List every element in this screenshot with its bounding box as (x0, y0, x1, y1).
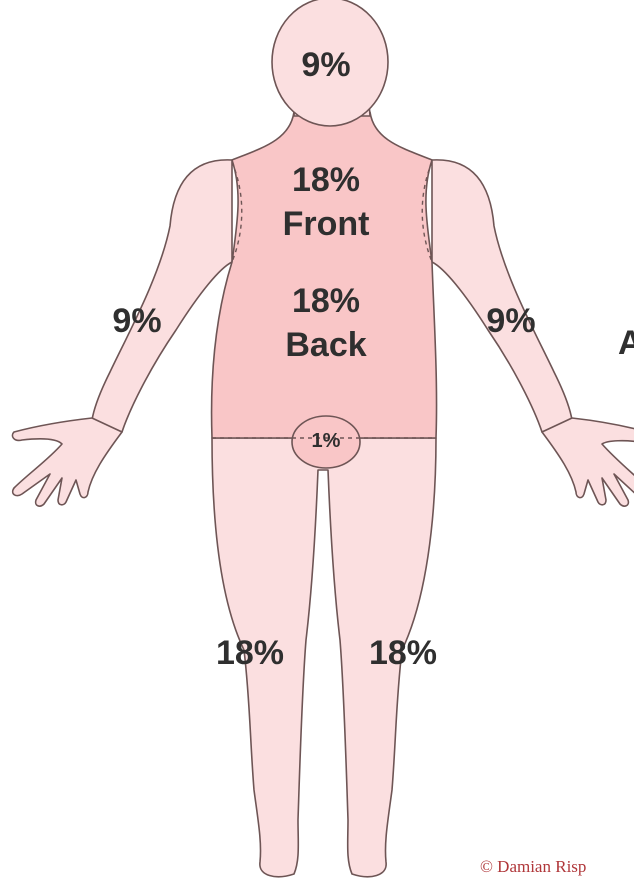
torso-back-word-label: Back (285, 326, 366, 364)
hand-right-shape (542, 418, 634, 506)
arm-left-shape (92, 160, 232, 432)
genital-label: 1% (312, 430, 341, 452)
hand-left-shape (12, 418, 122, 506)
torso-front-percent-label: 18% (292, 161, 360, 199)
left-arm-label: 9% (112, 302, 161, 340)
arm-right-shape (432, 160, 572, 432)
torso-front-word-label: Front (283, 205, 370, 243)
torso-back-percent-label: 18% (292, 282, 360, 320)
left-leg-label: 18% (216, 634, 284, 672)
edge-letter-label: A (618, 324, 634, 362)
right-arm-label: 9% (486, 302, 535, 340)
right-leg-label: 18% (369, 634, 437, 672)
credit-text: © Damian Risp (480, 857, 586, 876)
head-label: 9% (301, 46, 350, 84)
